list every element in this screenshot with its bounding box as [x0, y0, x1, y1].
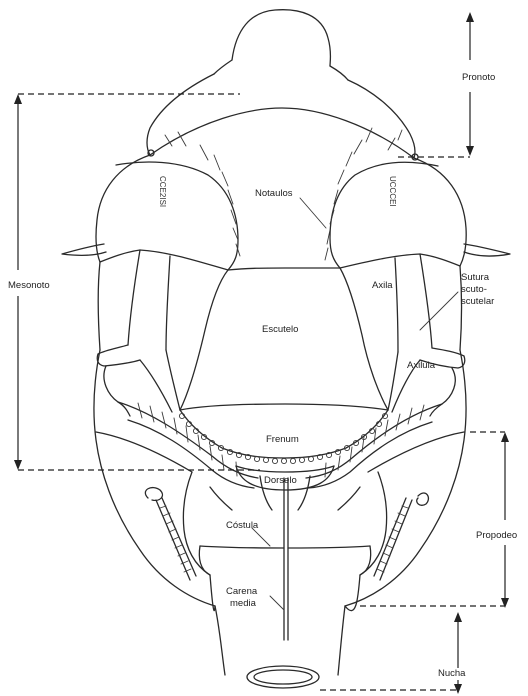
- label-costula: Cóstula: [226, 520, 259, 531]
- notaulos-leader: [300, 198, 326, 228]
- dimension-markers: [14, 12, 509, 694]
- axillae: [128, 250, 432, 352]
- label-pronoto: Pronoto: [462, 72, 495, 83]
- label-escutelo: Escutelo: [262, 324, 298, 335]
- label-frenum: Frenum: [266, 434, 299, 445]
- label-mesonoto: Mesonoto: [8, 280, 50, 291]
- pronotum-collar: [147, 74, 418, 160]
- carena-leader: [270, 596, 284, 610]
- label-axilula: Axilula: [407, 360, 436, 371]
- scutellum: [180, 268, 388, 410]
- inner-edges: [140, 350, 420, 412]
- label-nucha: Nucha: [438, 668, 466, 679]
- label-axila: Axila: [372, 280, 393, 291]
- label-carena-1: Carena: [226, 586, 258, 597]
- nucha-ring: [247, 666, 319, 688]
- label-dorselo: Dorselo: [264, 475, 297, 486]
- right-side-mark: UCCCEI: [388, 176, 397, 207]
- tegula-spines: [62, 244, 510, 256]
- left-side-mark: CCE2ISI: [158, 176, 167, 207]
- pronotum-neck: [214, 10, 348, 80]
- propodeum-panels: [183, 472, 386, 640]
- label-sutura-2: scuto-: [461, 284, 487, 295]
- axilula-plates: [97, 262, 465, 416]
- label-sutura-3: scutelar: [461, 296, 494, 307]
- mesoscutum: [96, 155, 466, 270]
- label-notaulos: Notaulos: [255, 188, 293, 199]
- label-sutura-1: Sutura: [461, 272, 490, 283]
- label-propodeo: Propodeo: [476, 530, 517, 541]
- sutura-leader: [420, 292, 458, 330]
- label-carena-2: media: [230, 598, 257, 609]
